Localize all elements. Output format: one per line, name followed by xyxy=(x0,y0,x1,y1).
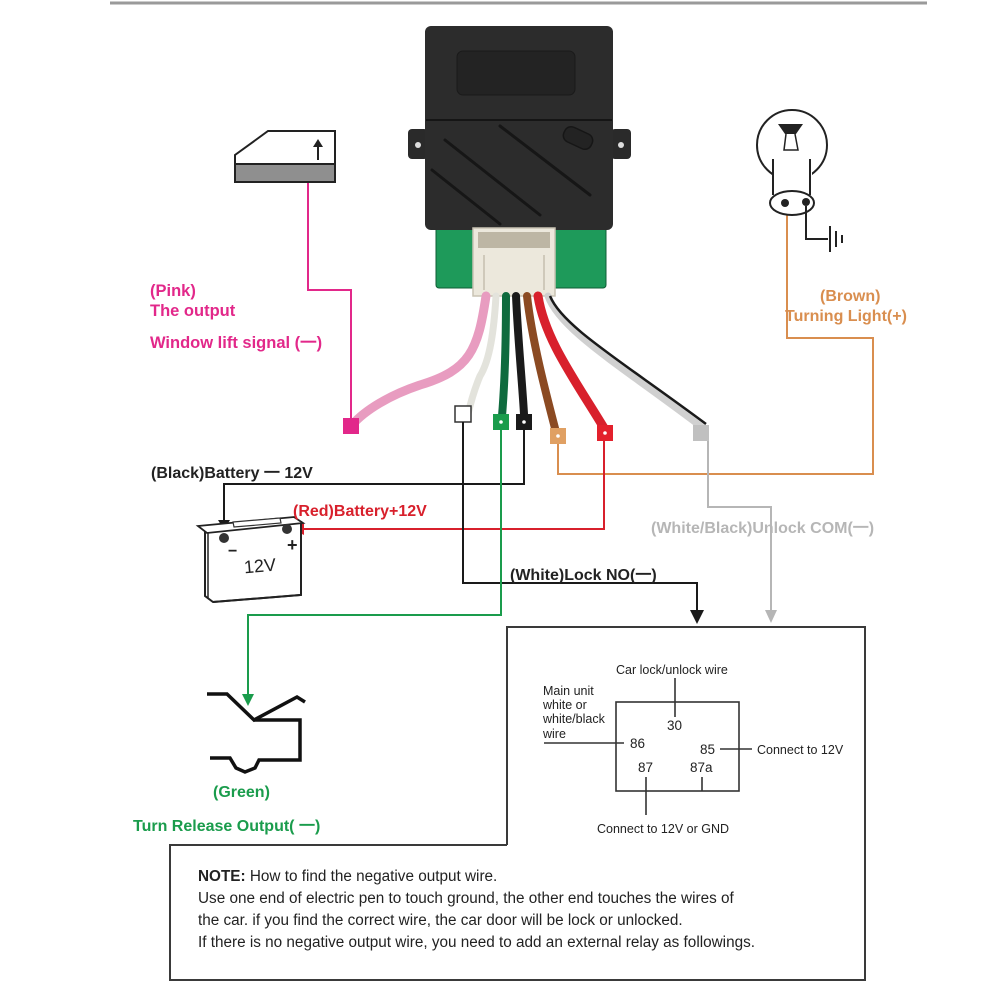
note-heading: NOTE: xyxy=(198,868,246,885)
relay-bottom-label: Connect to 12V or GND xyxy=(597,822,730,836)
line-black xyxy=(223,430,525,522)
green-function-label: Turn Release Output( 一) xyxy=(133,818,321,835)
line-white-black xyxy=(707,441,772,612)
battery-plus-label: + xyxy=(287,535,298,555)
relay-icon xyxy=(544,678,752,815)
line-pink xyxy=(307,182,352,418)
window-glass-icon xyxy=(234,130,336,183)
line-white-lock xyxy=(462,422,698,612)
relay-right-label: Connect to 12V xyxy=(757,743,844,757)
white-black-unlock-label: (White/Black)Unlock COM(一) xyxy=(651,520,875,537)
relay-left-label-4: wire xyxy=(543,727,566,741)
module-label-recess xyxy=(456,50,576,96)
relay-note-frame xyxy=(169,626,866,981)
relay-pin-30: 30 xyxy=(667,718,683,733)
brown-function-label: Turning Light(+) xyxy=(785,308,907,325)
note-line-1: NOTE: How to find the negative output wi… xyxy=(198,866,858,888)
relay-top-label: Car lock/unlock wire xyxy=(616,663,728,677)
green-color-label: (Green) xyxy=(213,784,270,801)
relay-left-label-2: white or xyxy=(543,698,587,712)
relay-left-label-3: white/black xyxy=(543,712,605,726)
note-block: NOTE: How to find the negative output wi… xyxy=(198,866,858,954)
wire-pink xyxy=(347,291,491,430)
terminal-white xyxy=(454,405,472,423)
relay-pin-85: 85 xyxy=(700,742,716,757)
ground-icon xyxy=(805,206,843,252)
relay-pin-87a: 87a xyxy=(690,760,713,775)
note-line-1-text: How to find the negative output wire. xyxy=(245,868,498,885)
control-module xyxy=(408,26,631,297)
wire-brown xyxy=(523,292,560,436)
pink-color-label: (Pink) xyxy=(150,282,196,300)
wire-red xyxy=(533,291,609,433)
line-brown xyxy=(557,200,874,475)
red-battery-label: (Red)Battery+12V xyxy=(293,503,427,520)
relay-left-label-1: Main unit xyxy=(543,684,594,698)
note-line-2: Use one end of electric pen to touch gro… xyxy=(198,890,734,907)
battery-icon xyxy=(195,516,306,604)
brown-color-label: (Brown) xyxy=(820,288,881,305)
wire-green xyxy=(498,292,510,420)
line-red xyxy=(300,441,605,530)
wire-white-black xyxy=(544,292,707,432)
relay-pin-87: 87 xyxy=(638,760,654,775)
battery-voltage-label: 12V xyxy=(243,554,277,578)
wire-white xyxy=(463,292,500,422)
terminal-white-black xyxy=(693,425,709,441)
black-battery-label: (Black)Battery 一 12V xyxy=(151,465,313,482)
wire-black xyxy=(512,292,528,418)
trunk-latch-icon xyxy=(207,692,306,774)
white-lock-label: (White)Lock NO(一) xyxy=(510,567,657,584)
note-line-3: the car. if you find the correct wire, t… xyxy=(198,912,683,929)
bulb-icon xyxy=(756,109,828,216)
note-line-4: If there is no negative output wire, you… xyxy=(198,934,755,951)
terminals xyxy=(343,405,709,444)
pink-function-label: The output xyxy=(150,302,236,320)
wire-bundle xyxy=(347,291,707,436)
pink-signal-label: Window lift signal (一) xyxy=(150,334,323,352)
terminal-pink xyxy=(343,418,359,434)
battery-minus-label: − xyxy=(228,543,238,560)
line-green xyxy=(247,430,502,697)
relay-pin-86: 86 xyxy=(630,736,646,751)
